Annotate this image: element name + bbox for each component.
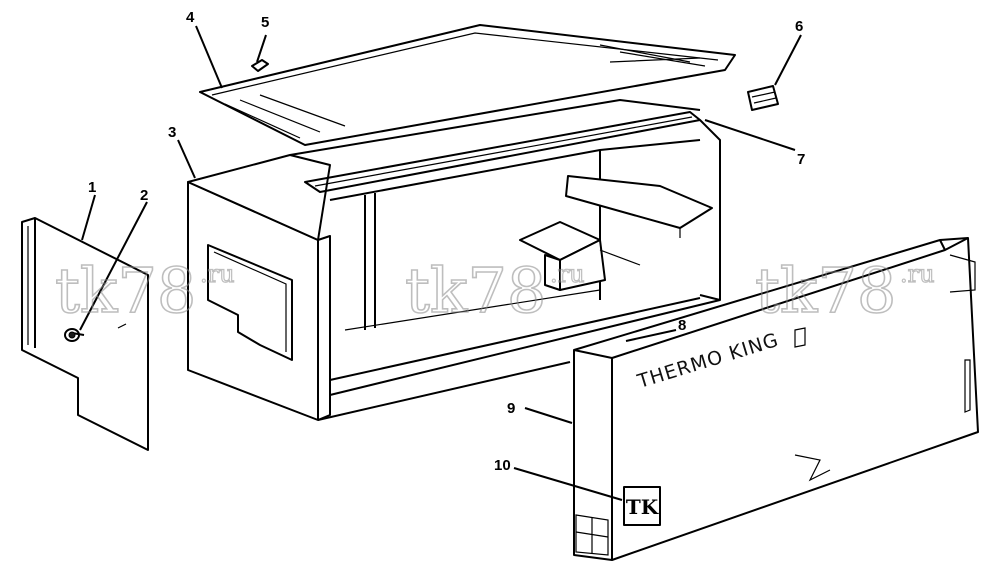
logo-text: TK: [626, 495, 659, 519]
callout-4: 4: [186, 9, 195, 26]
part-clip: [251, 59, 269, 72]
callout-5: 5: [261, 14, 269, 31]
watermark-suffix: .ru: [550, 260, 585, 288]
watermark-right: tk78 .ru: [754, 253, 935, 328]
callout-10: 10: [494, 457, 511, 474]
watermark-text: tk78: [405, 254, 546, 327]
watermark-suffix: .ru: [900, 260, 935, 288]
part-top-panel: [199, 24, 736, 146]
callout-9: 9: [507, 400, 515, 417]
callout-numbers: 1 2 3 4 5 6 7 8 9 10: [88, 9, 805, 474]
callout-1: 1: [88, 179, 96, 196]
callout-3: 3: [168, 124, 176, 141]
watermark-suffix: .ru: [200, 260, 235, 288]
part-housing-frame: [187, 99, 721, 421]
callout-6: 6: [795, 18, 803, 35]
logo: TK: [623, 486, 661, 526]
callout-8: 8: [678, 317, 686, 334]
leader-lines: [79, 25, 802, 501]
watermark-center: tk78 .ru: [404, 253, 585, 328]
watermark-text: tk78: [755, 254, 896, 327]
part-knob: [64, 323, 127, 342]
callout-2: 2: [140, 187, 148, 204]
callout-7: 7: [797, 151, 805, 168]
watermark-left: tk78 .ru: [54, 253, 235, 328]
part-latch: [747, 85, 779, 111]
part-side-door: [21, 217, 149, 451]
watermark-text: tk78: [55, 254, 196, 327]
part-front-cover: [573, 237, 979, 561]
